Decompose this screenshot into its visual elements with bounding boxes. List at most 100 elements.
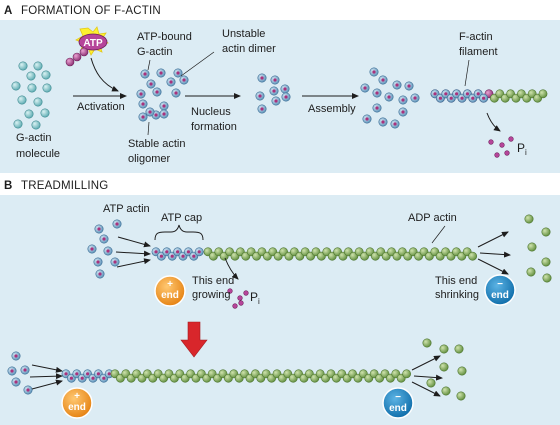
adp-actin-monomers [422, 214, 552, 401]
phosphate-dot [504, 150, 510, 156]
atp-core [14, 354, 18, 358]
b2-out-arrow-3 [411, 381, 441, 397]
g-actin-label-1: G-actin [16, 132, 51, 144]
atp-core [143, 72, 147, 76]
atp-core [387, 95, 391, 99]
g-actin-monomers [11, 61, 52, 130]
atp-core [482, 96, 486, 100]
atp-core [375, 91, 379, 95]
atp-phosphate [79, 47, 89, 57]
stable-oligomer-leader [147, 121, 150, 136]
atp-actin-label: ATP actin [103, 203, 150, 215]
minus-sign-top: − [497, 279, 503, 290]
atp-core [154, 250, 158, 254]
minus-end-badge-top: − end [484, 274, 516, 306]
g-actin-monomer [31, 120, 41, 130]
adp-actin-monomer [439, 344, 449, 354]
atp-core [413, 96, 417, 100]
adp-actin-subunit [402, 369, 411, 379]
b2-in-arrow-2 [29, 373, 63, 380]
adp-actin-monomer [457, 366, 467, 376]
minus-end-badge-bottom: − end [382, 387, 414, 419]
atp-core [174, 91, 178, 95]
adp-actin-monomer [439, 362, 449, 372]
atp-core [169, 80, 173, 84]
activation-label: Activation [77, 101, 125, 113]
atp-bound-monomers [136, 67, 420, 129]
atp-core [186, 250, 190, 254]
atp-core [165, 250, 169, 254]
phosphate-dot [488, 139, 494, 145]
atp-core [148, 110, 152, 114]
panel-b-arrows [29, 225, 511, 397]
g-actin-monomer [33, 61, 43, 71]
activation-curve-arrow [90, 57, 119, 92]
atp-actin-monomers [7, 219, 122, 395]
phosphate-dots-b [227, 288, 249, 309]
b1-in-arrow-2 [115, 250, 151, 257]
g-actin-monomer [41, 70, 51, 80]
atp-core [14, 380, 18, 384]
atp-core [273, 78, 277, 82]
atp-core [64, 372, 68, 376]
plus-sign-bottom: + [74, 391, 80, 402]
stable-label-2: oligomer [128, 153, 171, 165]
g-actin-monomer [24, 109, 34, 119]
atp-bound-label-2: G-actin [137, 46, 172, 58]
adp-actin-monomer [527, 242, 537, 252]
atp-core [141, 115, 145, 119]
treadmilling-down-arrow [180, 321, 208, 358]
atp-phosphate [72, 52, 82, 62]
phosphate-dot [237, 295, 243, 301]
atp-core [86, 372, 90, 376]
atp-oval [78, 33, 108, 51]
g-actin-monomer [26, 71, 36, 81]
atp-core [284, 95, 288, 99]
atp-core [401, 98, 405, 102]
g-actin-monomer [42, 83, 52, 93]
pi-label-a: Pi [517, 141, 527, 157]
atp-core [90, 247, 94, 251]
filament-label-1: F-actin [459, 31, 493, 43]
atp-core [365, 117, 369, 121]
pi-release-arrow-a [486, 112, 501, 132]
adp-actin-monomer [526, 267, 536, 277]
minus-sign-bottom: − [395, 392, 401, 403]
panel-a-letter: A [4, 5, 12, 17]
atp-core [192, 254, 196, 258]
atp-core [181, 254, 185, 258]
atp-core [460, 96, 464, 100]
atp-core [381, 120, 385, 124]
end-word-plus-bottom: end [68, 402, 86, 413]
b1-in-arrow-3 [116, 258, 151, 268]
atp-core [26, 388, 30, 392]
adp-actin-monomer [456, 391, 466, 401]
atp-core [372, 70, 376, 74]
end-word-plus-top: end [161, 290, 179, 301]
growing-label-1: This end [192, 275, 234, 287]
atp-bound-label-1: ATP-bound [137, 31, 192, 43]
atp-core [393, 122, 397, 126]
atp-phosphate [65, 57, 75, 67]
atp-core [162, 112, 166, 116]
unstable-label-2: actin dimer [222, 43, 276, 55]
adp-actin-monomer [541, 227, 551, 237]
g-actin-monomer [11, 81, 21, 91]
atp-core [80, 376, 84, 380]
atp-core [97, 227, 101, 231]
atp-core [407, 84, 411, 88]
panel-b-background [0, 195, 560, 425]
b2-in-arrow-1 [31, 364, 63, 373]
adp-actin-monomer [441, 386, 451, 396]
b2-in-arrow-3 [31, 379, 63, 390]
adp-actin-monomer [454, 344, 464, 354]
atp-core [139, 92, 143, 96]
atp-core [363, 86, 367, 90]
b2-out-arrow-2 [413, 374, 443, 381]
phosphate-dots-a [488, 136, 514, 158]
atp-core [154, 113, 158, 117]
atp-core [98, 272, 102, 276]
filament-label-2: filament [459, 46, 498, 58]
g-actin-monomer [33, 97, 43, 107]
